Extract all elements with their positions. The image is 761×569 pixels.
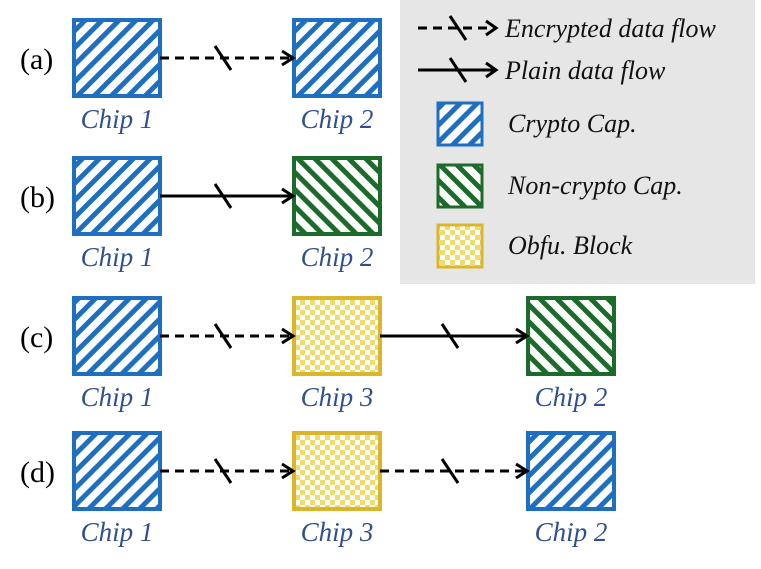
- legend: Encrypted data flow Plain data flow Cryp…: [400, 0, 755, 284]
- chip-label: Chip 2: [535, 382, 608, 412]
- legend-encrypted-label: Encrypted data flow: [504, 14, 717, 43]
- arrowhead-icon: [281, 327, 296, 345]
- chip-label: Chip 2: [535, 517, 608, 547]
- legend-noncrypto-label: Non-crypto Cap.: [507, 171, 683, 200]
- legend-crypto-label: Crypto Cap.: [508, 109, 637, 138]
- legend-crypto-swatch: [436, 101, 484, 147]
- arrowhead-icon: [281, 187, 296, 205]
- crypto-chip-block: [72, 18, 162, 98]
- chip-label: Chip 1: [81, 382, 154, 412]
- legend-obfu-label: Obfu. Block: [508, 231, 633, 260]
- flow-slash-mark: [440, 323, 460, 349]
- chip-label: Chip 3: [301, 382, 374, 412]
- legend-obfu-swatch: [436, 223, 484, 269]
- chip-label: Chip 1: [81, 104, 154, 134]
- arrowhead-icon: [281, 49, 296, 67]
- chip-label: Chip 2: [301, 104, 374, 134]
- arrowhead-icon: [515, 462, 530, 480]
- obfu-chip-block: [292, 296, 382, 376]
- diagram-row: (d) Chip 1 Chip 3 Chip 2: [20, 431, 616, 547]
- crypto-chip-block: [72, 431, 162, 511]
- chip-label: Chip 1: [81, 242, 154, 272]
- diagram-row: (c) Chip 1 Chip 3 Chip 2: [20, 296, 616, 412]
- legend-noncrypto-swatch: [436, 163, 484, 209]
- arrowhead-icon: [515, 327, 530, 345]
- flow-slash-mark: [440, 458, 460, 484]
- flow-slash-mark: [213, 183, 233, 209]
- crypto-chip-block: [72, 156, 162, 236]
- diagram-row: (a) Chip 1 Chip 2: [20, 18, 382, 134]
- crypto-chip-block: [72, 296, 162, 376]
- obfu-chip-block: [292, 431, 382, 511]
- chip-label: Chip 1: [81, 517, 154, 547]
- legend-encrypted-flow-symbol: [418, 15, 499, 41]
- diagram-row: (b) Chip 1 Chip 2: [20, 156, 382, 272]
- legend-plain-flow-symbol: [418, 57, 499, 83]
- crypto-chip-block: [292, 18, 382, 98]
- noncrypto-chip-block: [292, 156, 382, 236]
- flow-slash-mark: [213, 458, 233, 484]
- row-label: (b): [20, 181, 55, 214]
- chip-label: Chip 3: [301, 517, 374, 547]
- crypto-chip-block: [526, 431, 616, 511]
- row-label: (c): [20, 321, 53, 354]
- legend-plain-label: Plain data flow: [504, 56, 666, 85]
- diagram-rows: (a) Chip 1 Chip 2 (b) Chip 1 Chip 2 (c) Chip 1 C…: [20, 18, 616, 547]
- arrowhead-icon: [281, 462, 296, 480]
- flow-slash-mark: [213, 45, 233, 71]
- noncrypto-chip-block: [526, 296, 616, 376]
- row-label: (d): [20, 456, 55, 489]
- row-label: (a): [20, 43, 53, 76]
- flow-slash-mark: [213, 323, 233, 349]
- chip-label: Chip 2: [301, 242, 374, 272]
